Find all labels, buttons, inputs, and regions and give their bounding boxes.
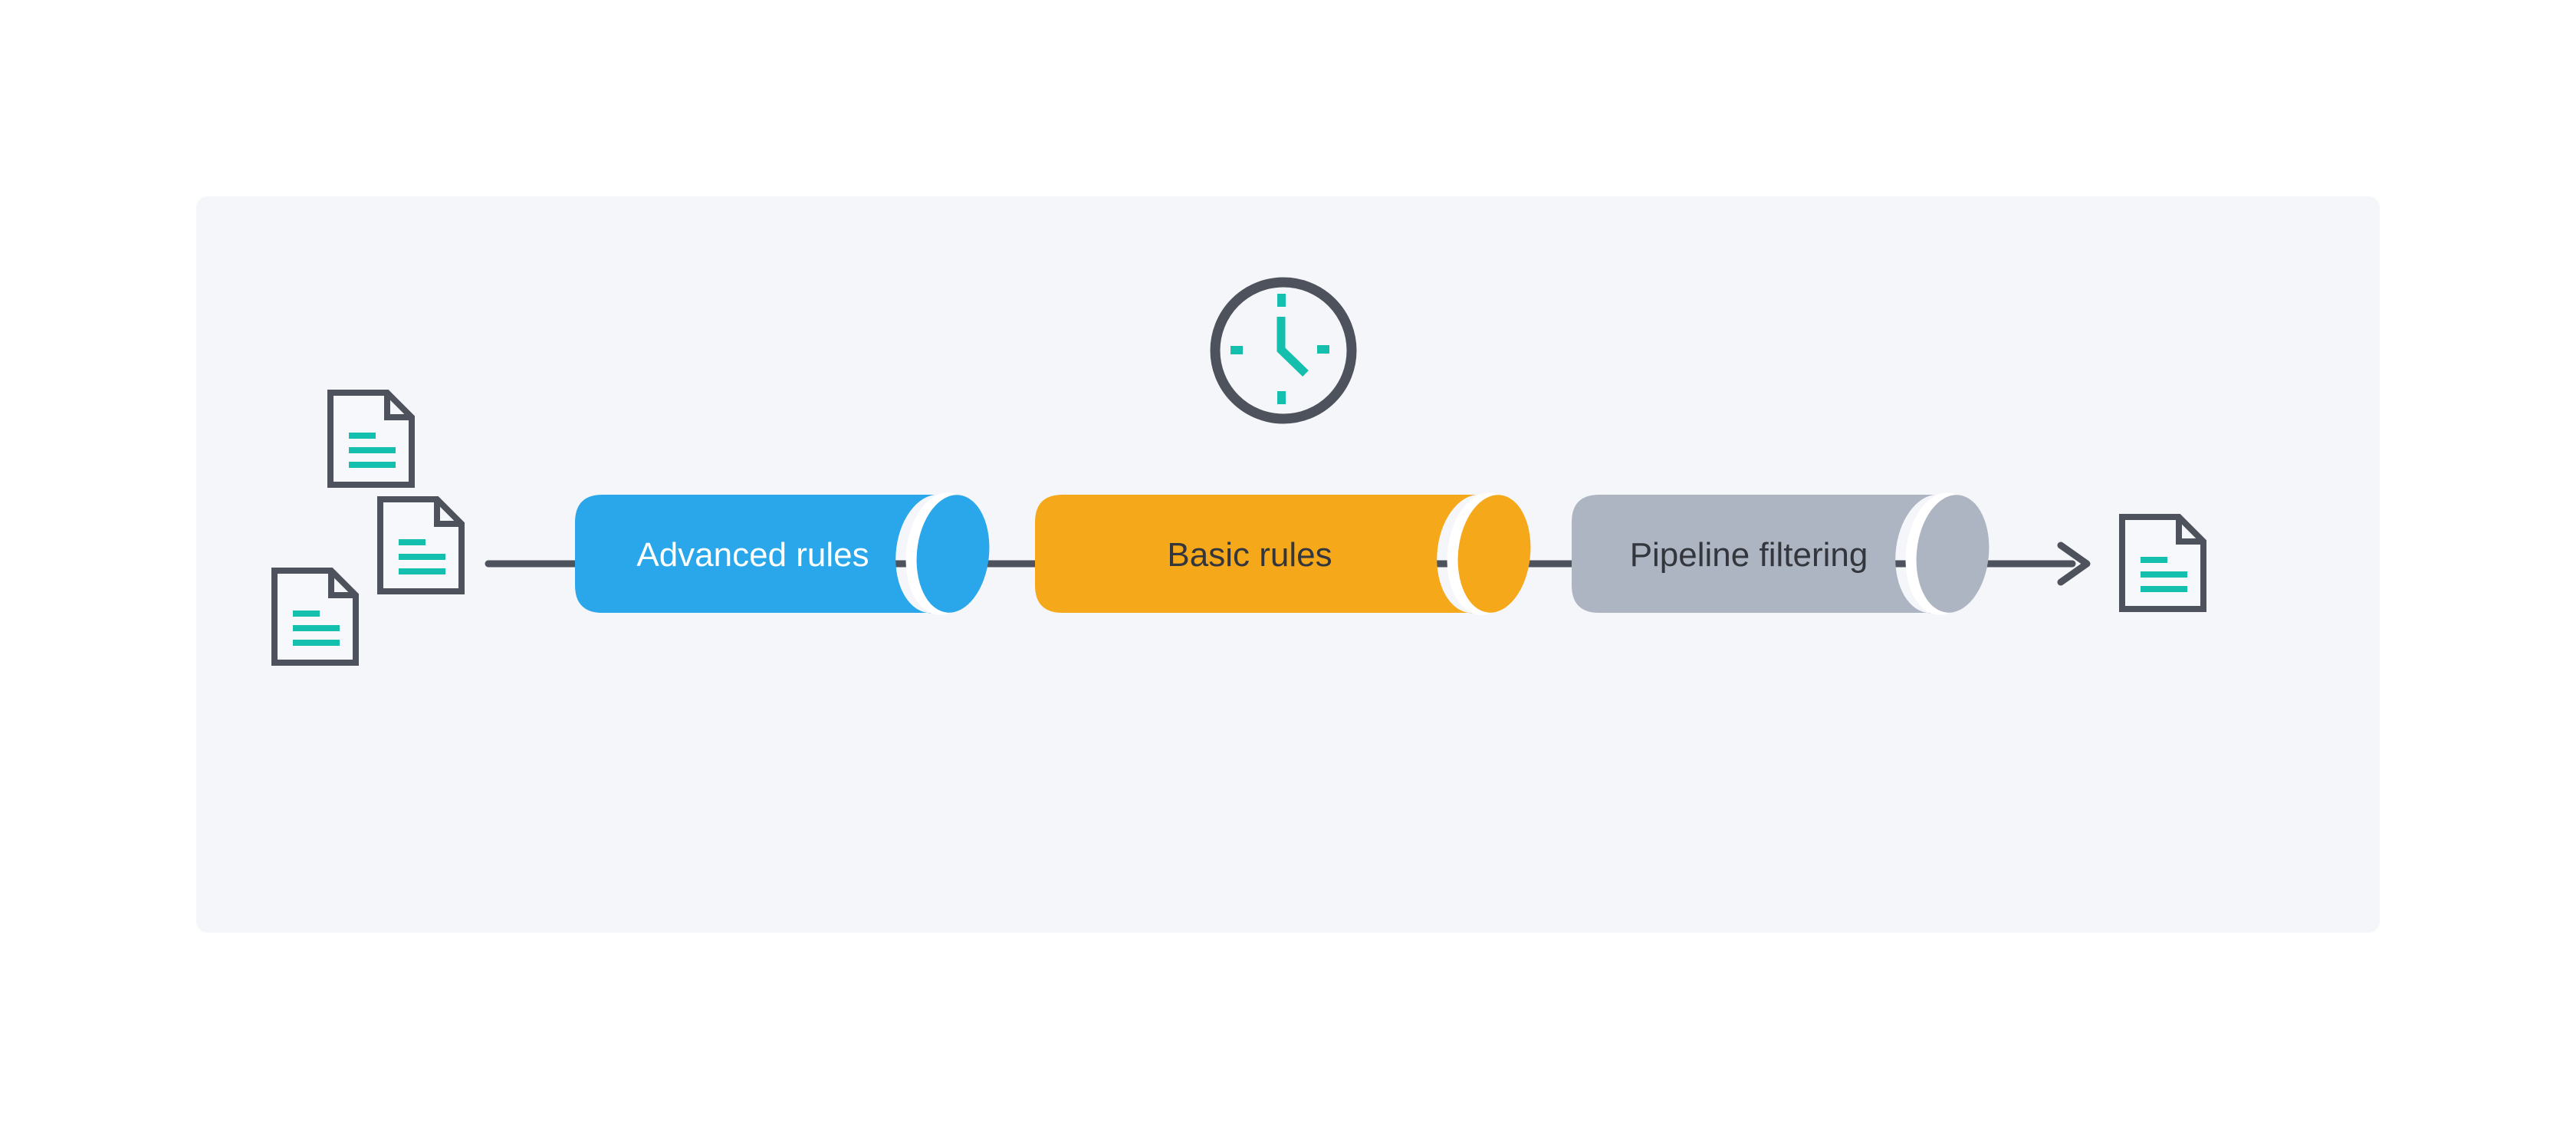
clock-ring xyxy=(1210,277,1357,424)
stage-cap xyxy=(1457,495,1531,613)
document-icon xyxy=(271,568,359,666)
stage-advanced-rules: Advanced rules xyxy=(575,492,990,615)
document-icon xyxy=(327,390,415,488)
document-icon xyxy=(377,496,465,594)
stage-body xyxy=(1035,495,1476,614)
stage-pipeline-filtering: Pipeline filtering xyxy=(1572,492,1990,615)
stage-body xyxy=(575,495,935,614)
document-text-lines xyxy=(2141,557,2187,592)
clock-ticks xyxy=(1230,294,1329,404)
document-text-lines xyxy=(349,433,396,468)
stage-label: Pipeline filtering xyxy=(1630,536,1868,574)
stage-cap xyxy=(916,495,990,613)
document-icon xyxy=(2119,514,2206,612)
document-text-lines xyxy=(399,539,445,574)
stage-body xyxy=(1572,495,1934,614)
clock-icon xyxy=(1210,277,1357,424)
stage-basic-rules: Basic rules xyxy=(1035,492,1531,615)
input-documents xyxy=(271,390,465,666)
stage-label: Advanced rules xyxy=(636,536,869,574)
stage-cap xyxy=(1916,495,1990,613)
output-document xyxy=(2119,514,2206,612)
flow-arrowhead-icon xyxy=(2057,541,2091,586)
clock-hands xyxy=(1276,317,1309,377)
stage-label: Basic rules xyxy=(1167,536,1332,574)
document-text-lines xyxy=(293,611,340,646)
